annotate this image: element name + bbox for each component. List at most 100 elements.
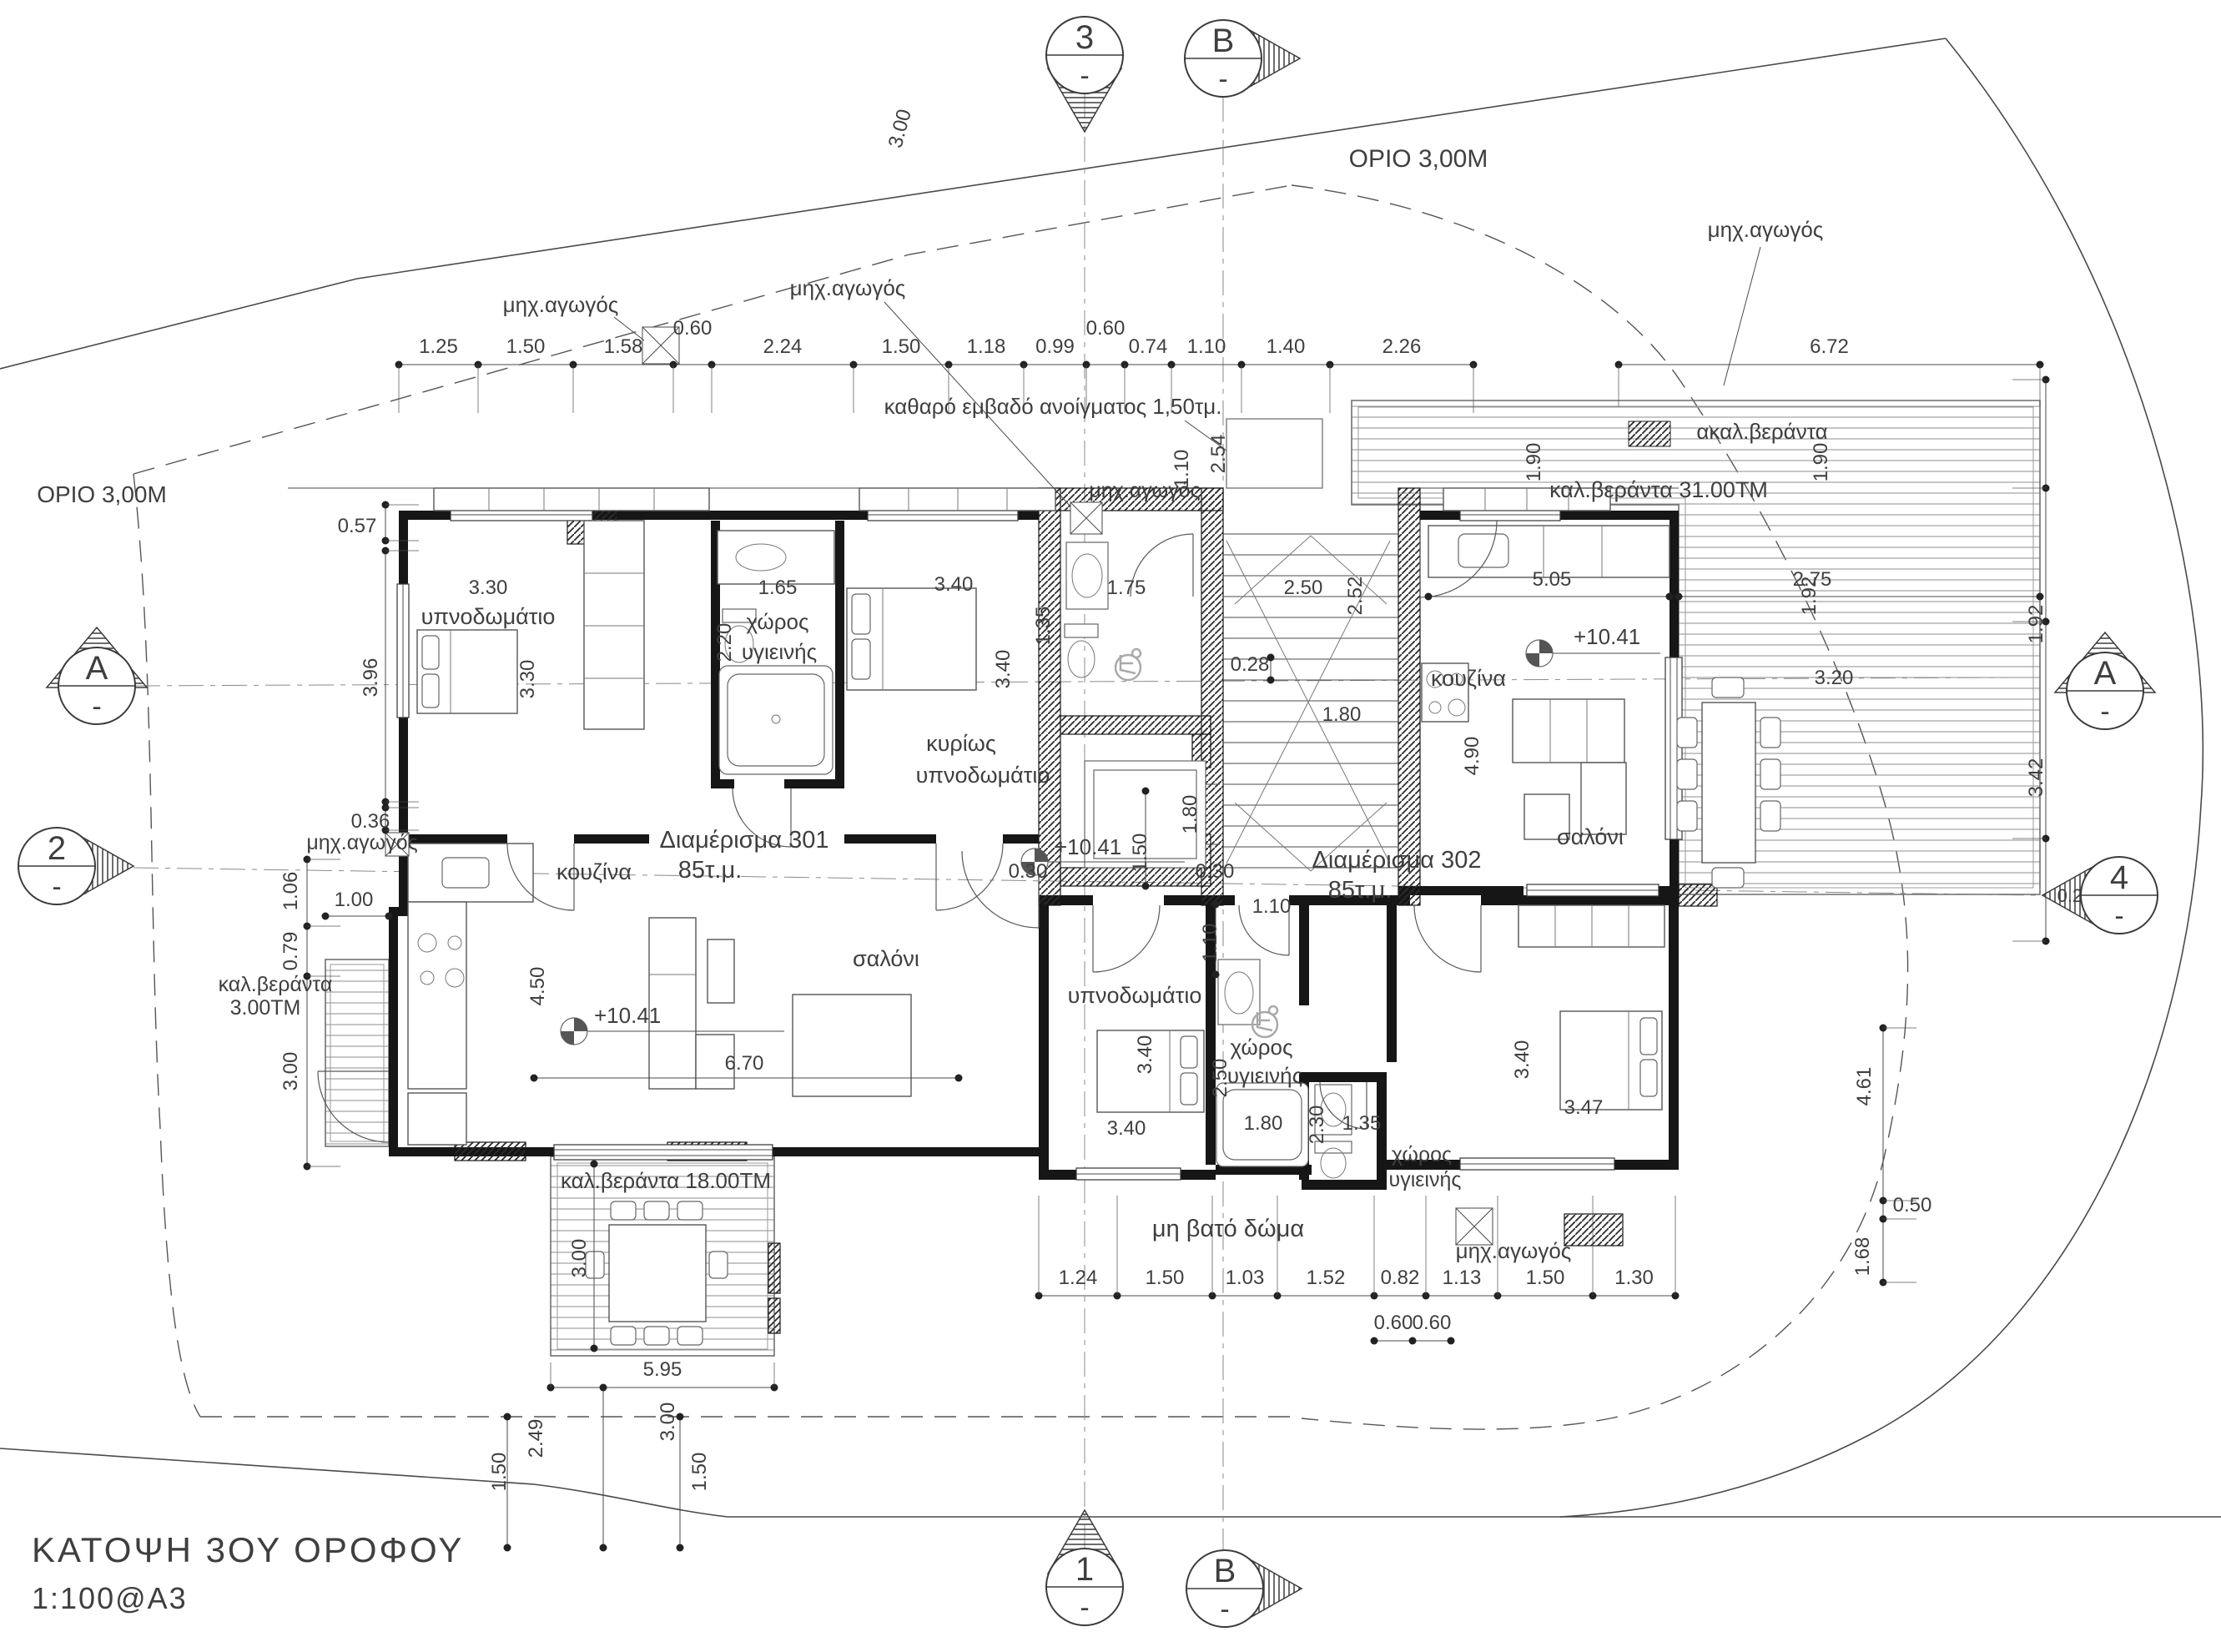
grid-marker-right-A: A- [2053,631,2157,730]
dim-label: 1.80 [1244,1112,1283,1135]
setback-dashed-boundary [133,184,1909,1430]
bathroom-fixtures [1216,959,1309,1167]
dim-label: 1.13 [1443,1267,1482,1289]
text-label: ακαλ.βεράντα [1696,419,1827,444]
text-label: καλ.βεράντα 31.00ΤΜ [1549,477,1768,502]
text-label: ΟΡΙΟ 3,00Μ [37,481,167,507]
dim-label: 3.00ΤΜ [230,996,301,1020]
dim-label: 2.26 [1382,335,1422,358]
text-label: υγιεινής [742,639,817,664]
bathroom-fixtures [1064,541,1109,678]
dim-label: 1.52 [1307,1267,1346,1289]
dim-label: 1.80 [1322,703,1362,726]
grid-marker-left-2: 2- [18,827,135,905]
dim-label: 1.18 [967,335,1006,358]
dim-label: 0.36 [351,810,390,833]
dim-label: 0.99 [1035,335,1075,358]
dim-label: 0.79 [280,932,302,971]
dim-label: 1.10 [1252,895,1292,918]
dim-label: +10.41 [1574,624,1640,649]
dim-label: 2.24 [763,335,803,358]
grid-marker-label: B [1214,1553,1236,1589]
dim-label: 4.90 [1461,737,1483,776]
sofa [1512,698,1627,835]
bed [416,629,518,714]
dim-label: 0.60 [1413,1312,1452,1334]
dim-label: 1.10 [1171,450,1193,489]
grid-marker-left-A: A- [45,626,149,725]
dim-label: 0.30 [1196,860,1235,883]
grid-marker-label: 2 [48,830,66,867]
dim-label: 0.50 [1893,1194,1932,1216]
dim-label: 1.80 [1179,795,1201,834]
window [450,508,593,521]
dim-label: 1.92 [1798,577,1821,616]
dim-label: 1.30 [1614,1267,1654,1289]
text-label: υγιεινής [1227,1063,1302,1088]
dim-label: 2.20 [713,623,736,662]
closet [859,487,1056,511]
mech-shaft-box [1070,501,1103,535]
grid-marker-right-4: 4- [2041,856,2158,934]
text-label: μη βατό δώμα [1152,1216,1304,1242]
text-label: χώρος [1392,1143,1452,1166]
grid-marker-sub: - [92,691,101,723]
dim-label: 1.75 [1107,577,1146,599]
window [867,508,1019,521]
dim-label: 1.35 [1032,607,1055,646]
dim-label: 85τ.μ. [678,857,743,884]
text-label: καλ.βεράντα 18.00ΤΜ [561,1168,771,1193]
dim-label: 6.72 [1810,335,1849,358]
dim-label: 5.95 [643,1358,682,1381]
dim-label: 5.05 [1533,568,1572,591]
text-label: υπνοδωμάτιο [916,763,1050,788]
grid-marker-sub: - [1080,1592,1089,1624]
dim-label: 1.90 [1523,443,1545,482]
dim-label: 1.10 [1199,924,1221,963]
kitchen-counter [1421,525,1670,723]
dim-label: 3.40 [992,650,1015,689]
site-boundary [0,38,2221,1518]
mech-shaft-box [642,326,680,365]
stair-opening [1226,418,1323,489]
dim-label: 0.82 [1381,1267,1420,1289]
dim-label: 0.28 [1231,653,1270,676]
sliding-door [553,1144,773,1161]
bed [1559,1010,1663,1111]
grid-marker-bottom-B: B- [1186,1549,1303,1628]
dim-label: 2.75 [1793,568,1832,591]
dim-label: 3.40 [1107,1117,1146,1140]
text-label: μηχ.αγωγός [306,831,417,854]
dim-label: 6.70 [725,1052,764,1075]
window [1075,1167,1181,1181]
dim-label: 2.52 [1344,577,1367,616]
closet [433,487,710,511]
dining-table [585,1201,728,1346]
dim-label: 4.61 [1853,1067,1876,1106]
dim-label: 1.50 [488,1453,511,1492]
dim-label: 0.74 [1129,335,1168,358]
window [396,583,410,718]
text-label: Διαμέρισμα 302 [1312,847,1482,874]
dim-label: 1.24 [1059,1267,1098,1289]
text-label: καθαρό εμβαδό ανοίγματος 1,50τμ. [884,394,1222,419]
dim-label: 0.60 [1374,1312,1413,1334]
drawing-title: ΚΑΤΟΨΗ 3ΟΥ ΟΡΟΦΟΥ [32,1530,464,1569]
wardrobe [583,520,645,730]
text-label: χώρος [1230,1035,1292,1060]
grid-marker-label: 4 [2110,859,2128,896]
dim-label: 4.50 [526,967,549,1006]
veranda-top-right [1351,400,2041,895]
dim-label: +10.41 [594,1003,661,1028]
wheelchair-icon [1114,647,1142,682]
dim-label: 0.60 [1086,317,1126,340]
grid-marker-bottom-1: 1- [1045,1508,1124,1626]
dim-label: 1.10 [1187,335,1226,358]
dim-label: 0.57 [338,515,377,537]
dim-label: 85τ.μ. [1328,877,1393,904]
bathroom-fixtures [717,530,835,775]
dim-label: 2.30 [1306,1106,1328,1145]
